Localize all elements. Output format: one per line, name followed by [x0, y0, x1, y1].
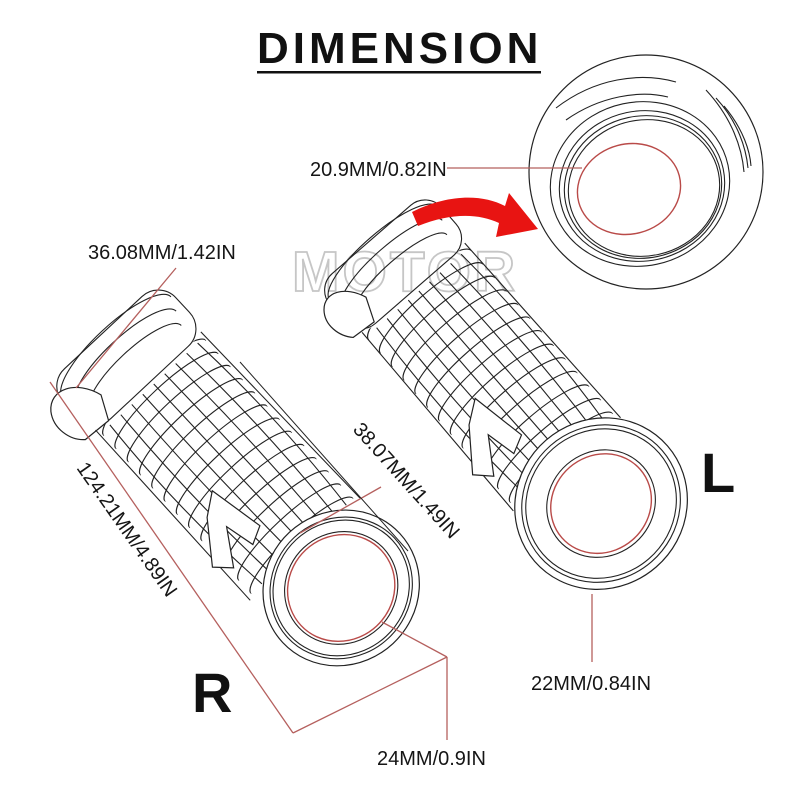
right-grip-chevron-emblem — [206, 489, 261, 569]
dim-end-cap-inner: 20.9MM/0.82IN — [310, 159, 447, 181]
dimension-leader-lines — [49, 167, 593, 740]
left-grip-drawing — [323, 199, 688, 590]
left-grip-thumb-flange — [323, 290, 375, 339]
left-grip-chevron-emblem — [468, 397, 523, 477]
brand-watermark: MOTOR — [292, 240, 518, 304]
dim-collar-outer: 36.08MM/1.42IN — [88, 242, 236, 264]
leader-right-end-a — [381, 621, 448, 658]
end-cap-detail-bubble — [528, 54, 764, 290]
dim-left-bar-end: 22MM/0.84IN — [531, 673, 651, 695]
zoom-arrow — [412, 193, 538, 237]
right-cap-red-ring — [286, 533, 396, 643]
right-side-label: R — [192, 661, 232, 724]
leader-body-diameter-black — [239, 361, 409, 552]
left-grip-end-cap — [514, 417, 688, 590]
length-extension-line — [292, 656, 448, 734]
right-grip-knurl-grid — [102, 338, 354, 594]
left-cap-red-ring — [550, 453, 653, 555]
detail-inner-red-ring — [576, 142, 682, 236]
leader-body-diameter — [299, 486, 382, 534]
leader-collar-diameter — [75, 267, 177, 389]
page-title: DIMENSION — [257, 24, 542, 73]
right-grip-end-cap — [262, 509, 420, 667]
right-grip-thumb-flange — [50, 386, 110, 441]
length-dimension-line — [49, 381, 294, 734]
title-underline — [257, 71, 541, 74]
left-side-label: L — [701, 441, 735, 504]
dim-right-bar-end: 24MM/0.9IN — [377, 748, 486, 770]
